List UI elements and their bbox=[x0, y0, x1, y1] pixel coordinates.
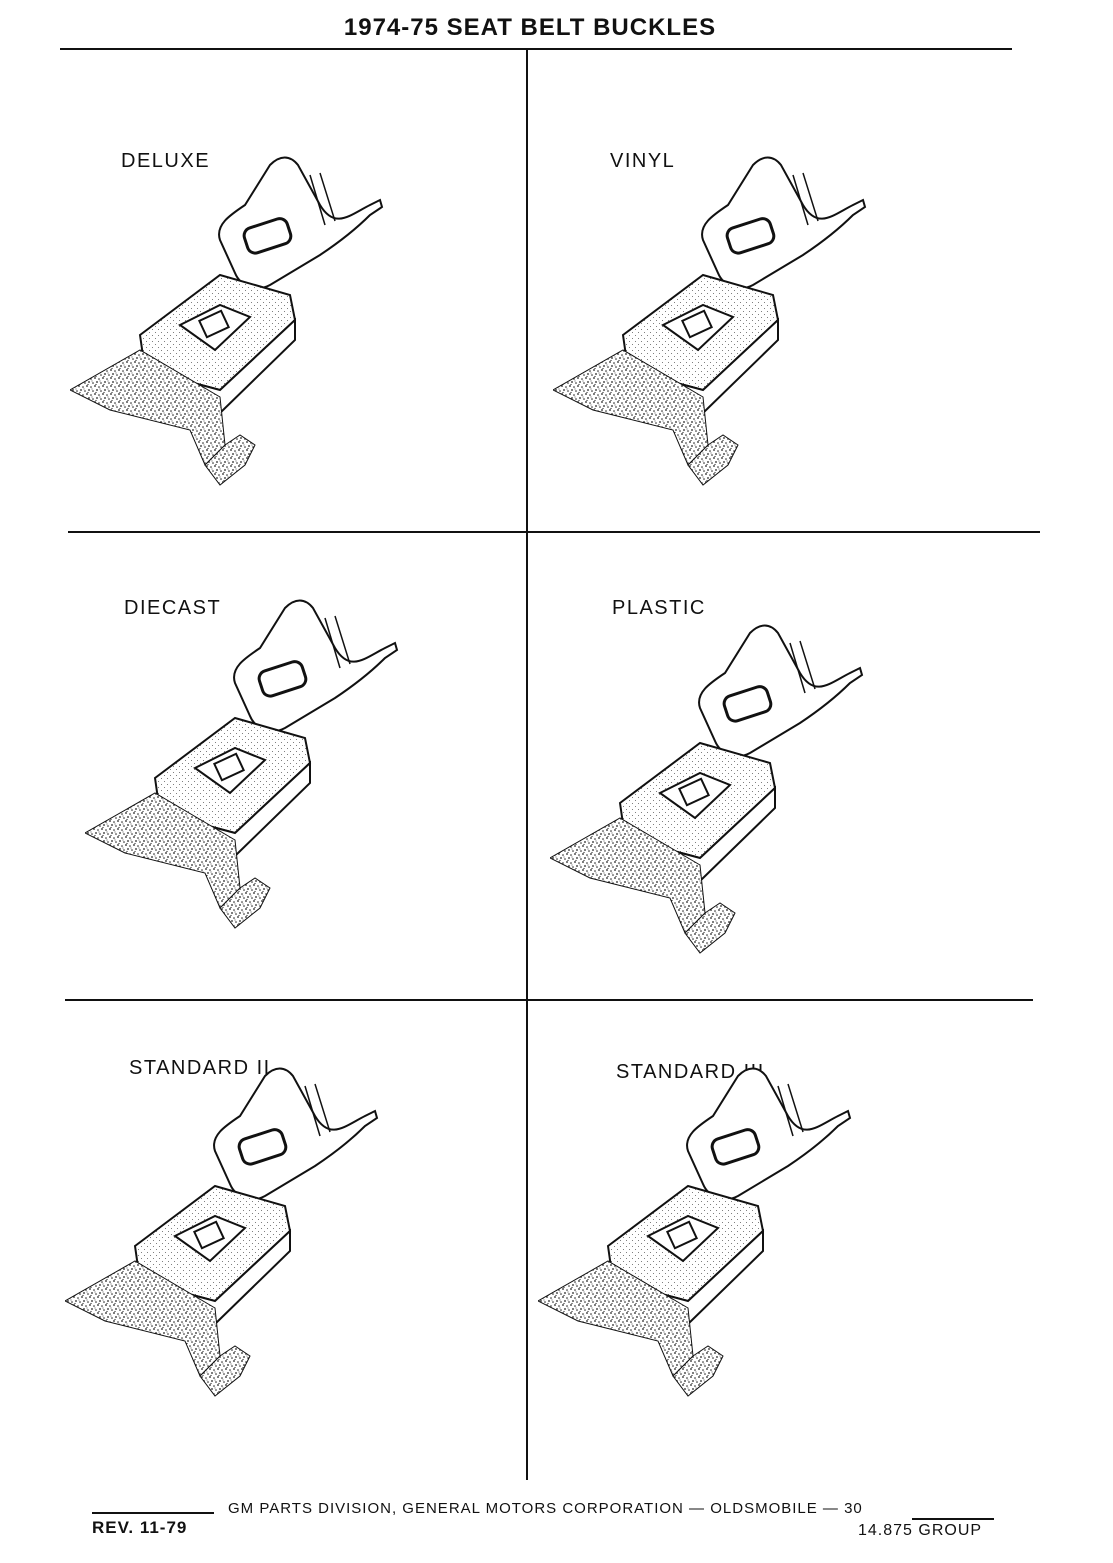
revision-date: REV. 11-79 bbox=[92, 1518, 188, 1537]
panel-label: DELUXE bbox=[121, 150, 211, 172]
footer-publisher: GM PARTS DIVISION, GENERAL MOTORS CORPOR… bbox=[228, 1500, 863, 1517]
standard-iii-buckle-illustration bbox=[538, 1067, 852, 1398]
page-title: 1974-75 SEAT BELT BUCKLES bbox=[343, 14, 717, 41]
vinyl-buckle-illustration bbox=[553, 156, 867, 487]
panel-deluxe: DELUXE bbox=[60, 50, 526, 530]
panel-label: PLASTIC bbox=[612, 597, 706, 619]
panel-diecast: DIECAST bbox=[60, 533, 526, 998]
panel-vinyl: VINYL bbox=[528, 50, 1028, 530]
panel-label: STANDARD II bbox=[129, 1057, 271, 1079]
panel-label: VINYL bbox=[610, 150, 676, 172]
panel-standard-ii: STANDARD II bbox=[60, 1001, 526, 1479]
panel-standard-iii: STANDARD III bbox=[528, 1001, 1028, 1479]
panel-label: STANDARD III bbox=[616, 1061, 765, 1083]
panel-plastic: PLASTIC bbox=[528, 533, 1028, 998]
group-number: 14.875 GROUP bbox=[858, 1522, 983, 1539]
center-divider bbox=[526, 50, 528, 1480]
top-rule bbox=[60, 48, 1012, 50]
plastic-buckle-illustration bbox=[550, 624, 864, 955]
deluxe-buckle-illustration bbox=[70, 156, 384, 487]
panel-label: DIECAST bbox=[124, 597, 222, 619]
standard-ii-buckle-illustration bbox=[65, 1067, 379, 1398]
footer-rule-right bbox=[912, 1518, 994, 1520]
footer-rule-left bbox=[92, 1512, 214, 1514]
row-divider-2 bbox=[65, 999, 1033, 1001]
diecast-buckle-illustration bbox=[85, 599, 399, 930]
row-divider-1 bbox=[68, 531, 1040, 533]
